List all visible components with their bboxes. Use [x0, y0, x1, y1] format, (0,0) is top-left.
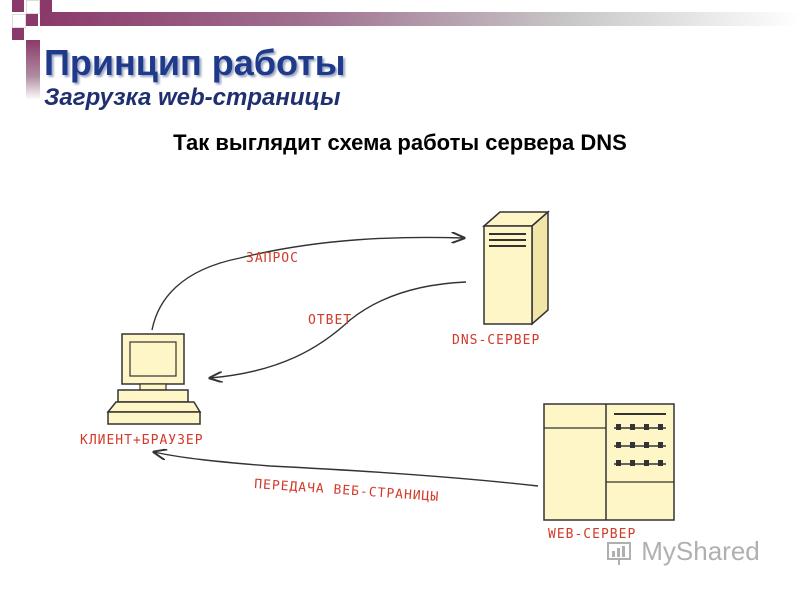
dns-server-icon [482, 210, 550, 326]
web-page-transfer-arrow [154, 452, 539, 487]
client-computer-icon [106, 333, 202, 425]
web-page-transfer-label: ПЕРЕДАЧА ВЕБ-СТРАНИЦЫ [254, 477, 440, 505]
response-label: ОТВЕТ [308, 313, 352, 328]
slide-caption: Так выглядит схема работы сервера DNS [173, 130, 627, 155]
watermark: MyShared [606, 536, 760, 567]
slide-subtitle: Загрузка web-страницы [44, 84, 341, 111]
dns-server-label: DNS-СЕРВЕР [452, 333, 540, 348]
decor-bar-left [26, 40, 40, 100]
decor-square [12, 0, 24, 12]
request-label: ЗАПРОС [246, 251, 299, 266]
decor-square [26, 14, 38, 26]
decor-bar-top [40, 12, 800, 26]
client-label: КЛИЕНТ+БРАУЗЕР [80, 433, 204, 448]
watermark-text: MyShared [641, 536, 760, 566]
decor-square [12, 14, 26, 28]
myshared-logo-icon [607, 542, 631, 566]
response-arrow [210, 281, 467, 378]
decor-square [40, 0, 52, 12]
web-server-icon [543, 403, 675, 521]
web-server-label: WEB-СЕРВЕР [548, 527, 636, 542]
request-arrow [151, 237, 464, 331]
decor-square [12, 28, 24, 40]
decor-square [26, 0, 40, 14]
slide-title: Принцип работы [44, 42, 346, 83]
